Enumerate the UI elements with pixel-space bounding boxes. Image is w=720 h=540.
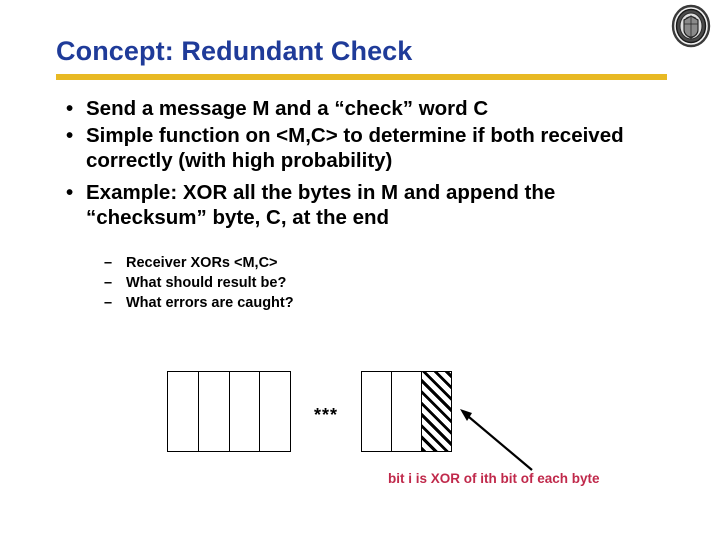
bullet-item-3-label: Example: XOR all the bytes in M and appe…	[86, 180, 556, 230]
bullet-item-2: • Simple function on <M,C> to determine …	[56, 123, 666, 174]
title-underline-rule	[56, 74, 667, 80]
bullet-item-1-label: Send a message M and a “check” word C	[86, 97, 489, 120]
byte-cell	[198, 372, 230, 451]
diagram-caption: bit i is XOR of ith bit of each byte	[388, 471, 600, 486]
dash-marker-icon: –	[104, 275, 113, 291]
sub-bullet-item-1-label: Receiver XORs <M,C>	[126, 255, 278, 271]
page-title: Concept: Redundant Check	[56, 36, 413, 66]
university-seal-logo	[669, 4, 713, 48]
dash-marker-icon: –	[104, 255, 113, 271]
bullet-marker-icon: •	[66, 97, 74, 120]
sub-bullet-item-3: – What errors are caught?	[104, 293, 524, 313]
byte-cell	[260, 372, 290, 451]
sub-bullet-item-2: – What should result be?	[104, 273, 524, 293]
byte-cell	[362, 372, 392, 451]
byte-cell	[392, 372, 422, 451]
dash-marker-icon: –	[104, 295, 113, 311]
bullet-item-1: • Send a message M and a “check” word C	[56, 96, 666, 122]
bullet-list: • Send a message M and a “check” word C …	[56, 96, 666, 232]
checksum-byte-group	[361, 371, 452, 452]
message-byte-group	[167, 371, 291, 452]
bullet-marker-icon: •	[66, 180, 74, 204]
sub-bullet-item-3-label: What errors are caught?	[126, 295, 294, 311]
callout-arrow-icon	[450, 402, 545, 480]
byte-cell	[229, 372, 261, 451]
ellipsis-stars: ***	[313, 405, 338, 425]
sub-bullet-list: – Receiver XORs <M,C> – What should resu…	[104, 253, 524, 313]
bullet-item-3: • Example: XOR all the bytes in M and ap…	[56, 180, 666, 231]
bullet-item-2-label: Simple function on <M,C> to determine if…	[86, 123, 624, 173]
checksum-byte-cell	[422, 372, 451, 451]
sub-bullet-item-2-label: What should result be?	[126, 275, 287, 291]
sub-bullet-item-1: – Receiver XORs <M,C>	[104, 253, 524, 273]
byte-cell	[168, 372, 199, 451]
bullet-marker-icon: •	[66, 123, 74, 147]
